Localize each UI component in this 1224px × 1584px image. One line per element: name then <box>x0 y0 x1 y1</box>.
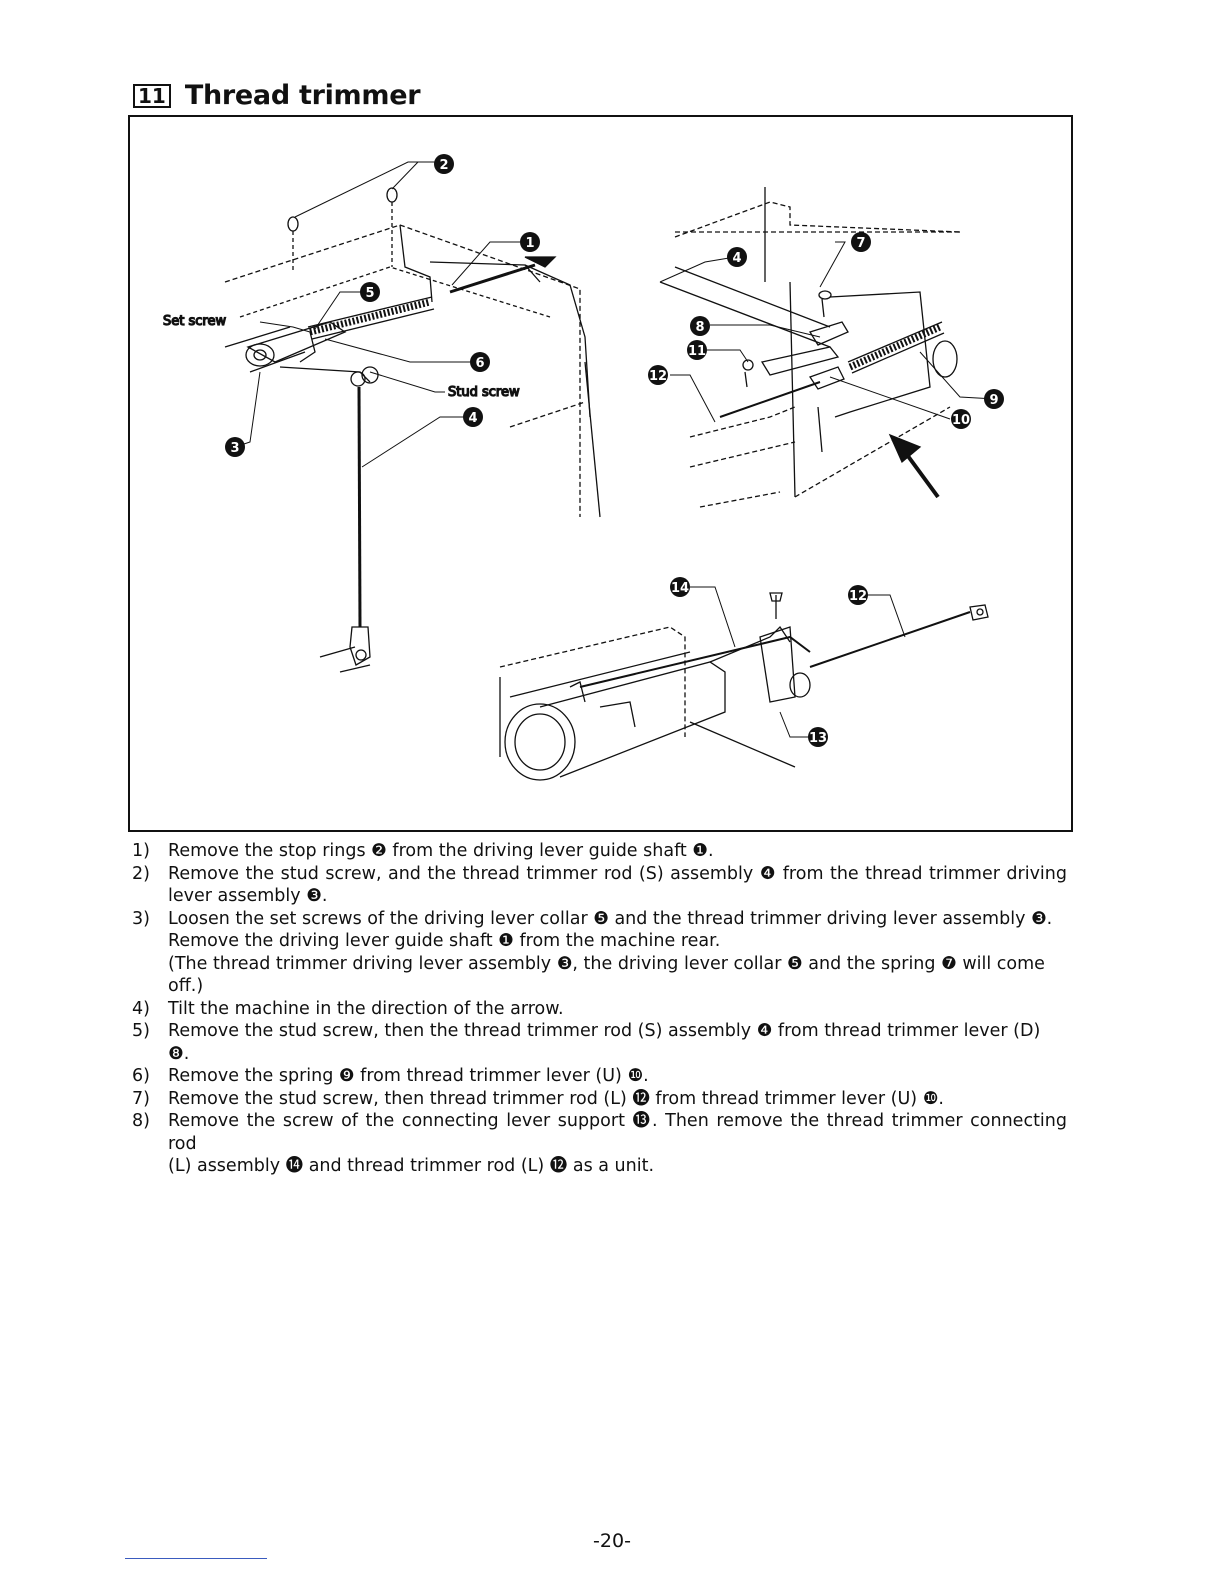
callout-14: 14 <box>670 577 690 597</box>
step-5: 5) Remove the stud screw, then the threa… <box>132 1021 1041 1064</box>
svg-text:1: 1 <box>525 236 534 251</box>
callout-7: 7 <box>851 232 871 252</box>
callout-12b: 12 <box>848 585 868 605</box>
callout-3: 3 <box>225 437 245 457</box>
step-8: 8) Remove the screw of the connecting le… <box>132 1111 1067 1176</box>
step-7: 7) Remove the stud screw, then thread tr… <box>132 1088 944 1109</box>
callout-13: 13 <box>808 727 828 747</box>
step-3: 3) Loosen the set screws of the driving … <box>132 908 1053 997</box>
thread-trimmer-diagram: 2 1 5 6 4 3 4 7 8 11 12 9 10 14 12 13 Se… <box>162 154 1004 781</box>
step-4: 4) Tilt the machine in the direction of … <box>132 998 564 1019</box>
svg-text:7: 7 <box>856 236 865 251</box>
right-top-callout-leaders <box>659 241 996 423</box>
svg-text:14: 14 <box>671 581 689 596</box>
step-6: 6) Remove the spring ❾ from thread trimm… <box>132 1066 649 1086</box>
section-heading: 11 Thread trimmer <box>133 80 421 111</box>
step-2: 2) Remove the stud screw, and the thread… <box>132 863 1067 907</box>
callout-1: 1 <box>520 232 540 252</box>
step-1: 1) Remove the stop rings ❷ from the driv… <box>132 841 714 861</box>
left-mechanism-drawing <box>224 187 601 673</box>
callout-6: 6 <box>470 352 490 372</box>
svg-text:9: 9 <box>989 393 998 408</box>
right-bottom-callout-leaders <box>690 586 906 738</box>
svg-text:3: 3 <box>230 441 239 456</box>
callout-2: 2 <box>434 154 454 174</box>
svg-text:4: 4 <box>732 251 741 266</box>
callout-4b: 4 <box>727 247 747 267</box>
svg-text:12: 12 <box>849 589 867 604</box>
page-number: -20- <box>593 1530 631 1552</box>
section-number: 11 <box>133 83 171 108</box>
callout-badges: 2 1 5 6 4 3 4 7 8 11 12 9 10 14 12 13 <box>225 154 1004 747</box>
instruction-list: 1) Remove the stop rings ❷ from the driv… <box>132 840 1067 1178</box>
right-bottom-mechanism-drawing <box>499 592 989 781</box>
right-top-mechanism-drawing <box>659 187 961 508</box>
figure-frame: 2 1 5 6 4 3 4 7 8 11 12 9 10 14 12 13 Se… <box>128 115 1073 832</box>
svg-text:4: 4 <box>468 411 477 426</box>
footer-rule <box>125 1558 267 1559</box>
svg-text:2: 2 <box>439 158 448 173</box>
set-screw-label: Set screw <box>163 314 226 329</box>
callout-12: 12 <box>648 365 668 385</box>
page-title: Thread trimmer <box>184 80 421 111</box>
stud-screw-label: Stud screw <box>448 385 520 400</box>
svg-text:11: 11 <box>688 344 706 359</box>
callout-8: 8 <box>690 316 710 336</box>
callout-4: 4 <box>463 407 483 427</box>
left-callout-leaders <box>234 161 520 468</box>
svg-text:10: 10 <box>952 413 970 428</box>
callout-5: 5 <box>360 282 380 302</box>
svg-text:8: 8 <box>695 320 704 335</box>
svg-text:5: 5 <box>365 286 374 301</box>
callout-11: 11 <box>687 340 707 360</box>
callout-9: 9 <box>984 389 1004 409</box>
svg-text:13: 13 <box>809 731 827 746</box>
svg-text:6: 6 <box>475 356 484 371</box>
callout-10: 10 <box>951 409 971 429</box>
svg-text:12: 12 <box>649 369 667 384</box>
